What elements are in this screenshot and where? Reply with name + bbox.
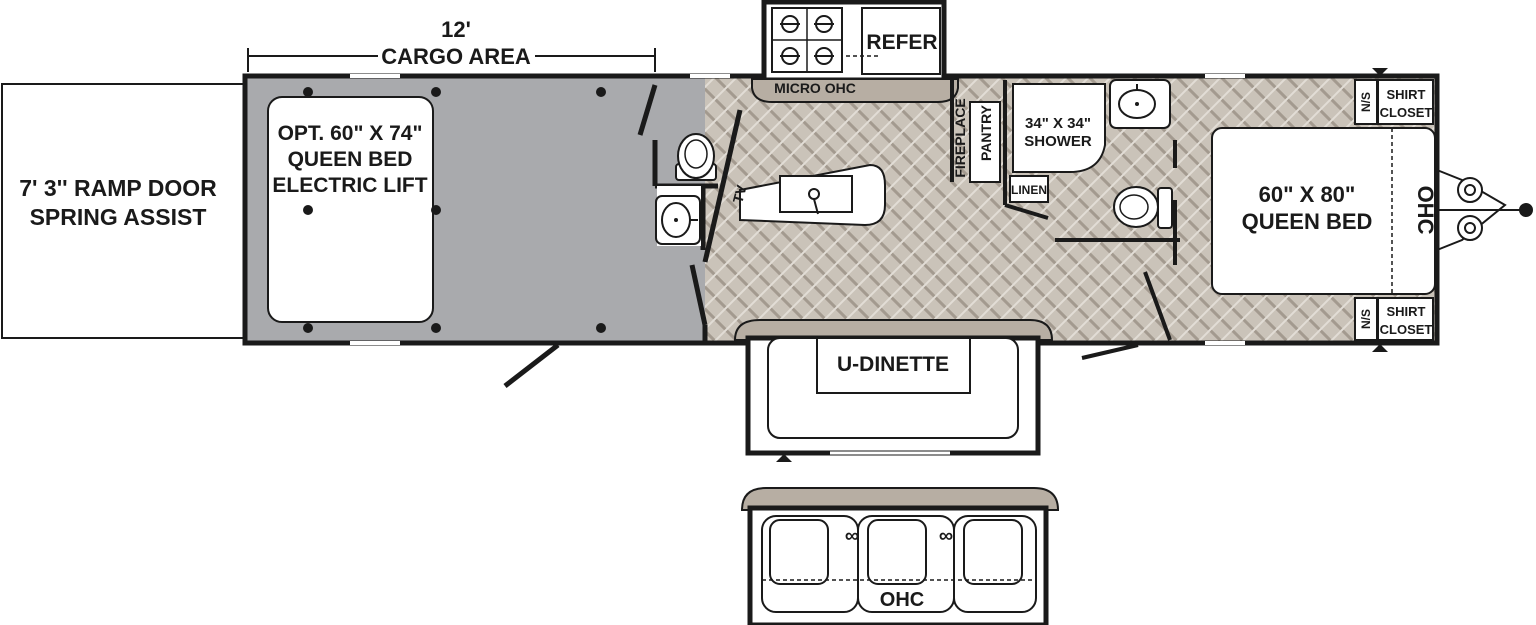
refrigerator <box>861 7 941 75</box>
shower <box>1012 83 1106 173</box>
sofa-counter <box>740 487 1060 511</box>
kitchen-sink-icon <box>779 175 853 215</box>
cargo-area-label: CARGO AREA <box>381 44 531 69</box>
shower-label-1: 34" X 34" <box>1025 115 1091 132</box>
windows <box>350 74 1245 345</box>
shirt-closet-bottom-1: SHIRT <box>1387 304 1426 319</box>
pantry-label: PANTRY <box>978 104 994 161</box>
bath-toilet-icon <box>1113 186 1173 229</box>
shirt-closet-bottom <box>1377 297 1434 341</box>
bath-sink-icon <box>1109 79 1171 129</box>
bed-ohc-label: OHC <box>1413 186 1438 235</box>
queen-bed <box>1211 127 1436 295</box>
sink-icon <box>655 195 701 245</box>
cargo-dimension-label: 12' <box>441 17 471 42</box>
shirt-closet-top-2: CLOSET <box>1380 105 1433 120</box>
ns-bottom-label: N/S <box>1359 309 1373 329</box>
shirt-closet-top-1: SHIRT <box>1387 87 1426 102</box>
ramp-door-label-1: 7' 3'' RAMP DOOR <box>19 175 217 201</box>
shower-label-2: SHOWER <box>1024 133 1092 150</box>
hitch-icon <box>1436 169 1533 251</box>
shirt-closet-top <box>1377 79 1434 125</box>
micro-ohc-label: MICRO OHC <box>774 80 856 96</box>
linen-closet <box>1009 175 1049 203</box>
opt-bed-label-2: QUEEN BED <box>288 148 413 171</box>
cargo-dimension-line <box>247 48 656 72</box>
linen-label: LINEN <box>1011 183 1047 197</box>
micro-ohc-counter <box>751 78 959 103</box>
ns-top-label: N/S <box>1359 92 1373 112</box>
shirt-closet-bottom-2: CLOSET <box>1380 322 1433 337</box>
slide-markers <box>776 68 1388 462</box>
queen-bed-label-1: 60" X 80" <box>1259 182 1356 207</box>
refer-label: REFER <box>866 31 937 54</box>
opt-bed-label-3: ELECTRIC LIFT <box>272 174 427 197</box>
u-dinette-label: U-DINETTE <box>837 353 949 376</box>
toilet-icon <box>675 133 717 181</box>
sofa-ohc-label: OHC <box>880 589 924 611</box>
dinette-counter <box>733 319 1054 341</box>
cupholder-1: ∞ <box>845 525 859 547</box>
ramp-door-label-2: SPRING ASSIST <box>30 204 207 230</box>
cargo-side-door <box>503 343 560 388</box>
pantry <box>969 101 1001 183</box>
tv-label: TV <box>729 183 749 205</box>
cupholder-2: ∞ <box>939 525 953 547</box>
opt-bed-label-1: OPT. 60" X 74" <box>278 122 423 145</box>
tie-down-points <box>303 87 606 333</box>
queen-bed-label-2: QUEEN BED <box>1242 209 1373 234</box>
stove-icon <box>771 7 843 73</box>
rear-bath-walls <box>1003 80 1180 360</box>
ramp-door <box>1 83 246 339</box>
dinette-table <box>816 337 971 394</box>
theater-seating <box>761 515 1037 613</box>
fireplace-label: FIREPLACE <box>952 98 968 177</box>
